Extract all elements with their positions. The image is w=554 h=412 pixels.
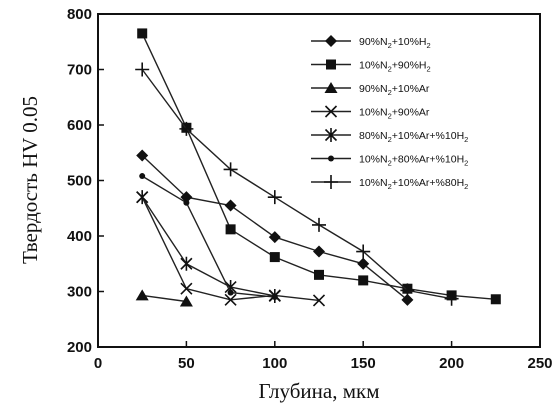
data-point xyxy=(268,231,281,244)
series-6 xyxy=(139,173,278,301)
y-tick-label: 200 xyxy=(67,339,92,356)
data-point xyxy=(183,199,190,206)
data-point xyxy=(223,162,238,177)
y-axis-title: Твердость HV 0.05 xyxy=(18,96,42,264)
legend-marker xyxy=(324,82,338,93)
legend-item: 90%N2+10%Ar xyxy=(311,82,430,97)
data-point xyxy=(224,293,237,306)
y-tick-label: 700 xyxy=(67,62,92,79)
legend-label: 10%N2+90%Ar xyxy=(359,107,430,121)
data-point xyxy=(179,121,194,136)
x-tick-label: 0 xyxy=(94,355,102,372)
series-3 xyxy=(135,289,193,307)
legend-item: 10%N2+90%Ar xyxy=(311,105,430,121)
data-point xyxy=(179,295,193,307)
legend-item: 10%N2+80%Ar+%10H2 xyxy=(311,154,468,168)
data-point xyxy=(356,244,371,259)
data-point xyxy=(180,282,193,295)
data-point xyxy=(224,199,237,212)
x-tick-label: 50 xyxy=(178,355,195,372)
chart-marks xyxy=(135,28,501,307)
data-point xyxy=(135,289,149,301)
series-line xyxy=(141,69,452,300)
x-tick-label: 200 xyxy=(439,355,464,372)
data-point xyxy=(136,190,149,205)
legend: 90%N2+10%H2 10%N2+90%H2 90%N2+10%Ar 10%N2+9… xyxy=(311,35,468,191)
data-point xyxy=(312,217,326,232)
y-tick-label: 800 xyxy=(67,6,92,23)
data-point xyxy=(400,283,415,298)
legend-marker xyxy=(324,175,338,189)
data-point xyxy=(271,294,278,301)
legend-marker xyxy=(326,59,336,70)
data-point xyxy=(269,252,280,263)
y-tick-label: 400 xyxy=(67,228,92,245)
data-point xyxy=(312,294,326,307)
data-point xyxy=(267,190,282,205)
series-line xyxy=(141,33,496,300)
data-point xyxy=(401,293,414,306)
data-point xyxy=(358,275,369,286)
legend-label: 80%N2+10%Ar+%10H2 xyxy=(359,130,468,144)
legend-label: 10%N2+80%Ar+%10H2 xyxy=(359,154,468,168)
x-tick-label: 250 xyxy=(527,355,552,372)
series-1 xyxy=(136,149,414,306)
x-tick-label: 100 xyxy=(262,355,287,372)
legend-item: 90%N2+10%H2 xyxy=(311,35,431,50)
legend-marker xyxy=(324,105,338,118)
data-point xyxy=(227,289,234,296)
data-point xyxy=(139,173,146,180)
data-point xyxy=(180,256,193,271)
series-7 xyxy=(135,62,459,306)
data-point xyxy=(444,291,459,306)
x-axis-title: Глубина, мкм xyxy=(258,379,379,403)
data-point xyxy=(314,269,324,280)
data-point xyxy=(137,28,148,39)
series-line xyxy=(141,175,275,298)
data-point xyxy=(490,294,501,305)
legend-item: 80%N2+10%Ar+%10H2 xyxy=(311,128,468,144)
legend-item: 10%N2+90%H2 xyxy=(311,59,431,74)
legend-marker xyxy=(328,155,334,162)
data-point xyxy=(313,245,325,258)
data-point xyxy=(357,257,370,270)
series-line xyxy=(141,196,275,297)
legend-label: 10%N2+90%H2 xyxy=(359,60,431,74)
series-line xyxy=(142,294,187,303)
data-point xyxy=(225,224,236,235)
series-5 xyxy=(136,190,281,303)
legend-marker xyxy=(324,128,338,142)
x-tick-label: 150 xyxy=(351,355,376,372)
data-point xyxy=(135,62,150,77)
data-point xyxy=(136,149,149,162)
axis-ticks: 0 50 100 150 200 250 200 300 400 500 600 700 800 xyxy=(67,6,553,372)
y-tick-label: 500 xyxy=(67,173,92,190)
legend-label: 90%N2+10%H2 xyxy=(359,36,431,50)
y-tick-label: 300 xyxy=(67,284,92,301)
series-2 xyxy=(137,28,501,305)
legend-label: 10%N2+10%Ar+%80H2 xyxy=(359,177,468,191)
y-tick-label: 600 xyxy=(67,117,92,134)
legend-marker xyxy=(325,35,337,47)
legend-label: 90%N2+10%Ar xyxy=(359,83,430,97)
legend-item: 10%N2+10%Ar+%80H2 xyxy=(311,175,468,191)
